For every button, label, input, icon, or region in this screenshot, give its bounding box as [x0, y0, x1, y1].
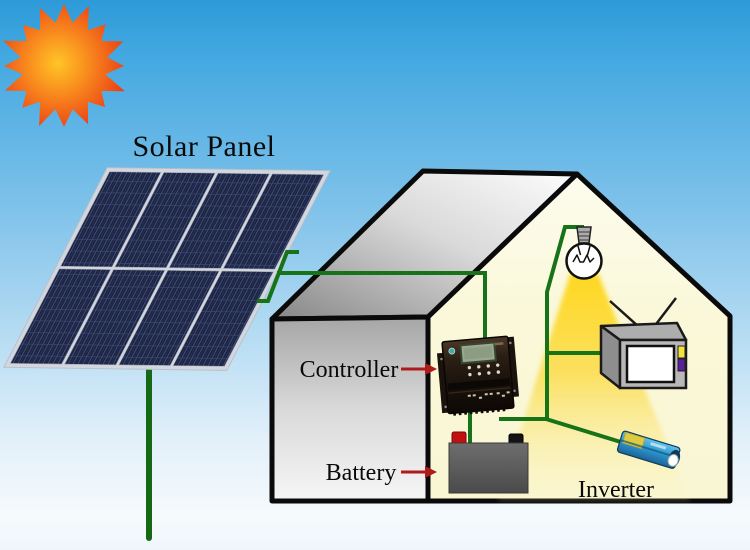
wire-junction-to-bulb	[545, 225, 584, 421]
solar-panel	[3, 167, 331, 371]
controller-arrow	[401, 363, 437, 375]
controller-label: Controller	[300, 357, 399, 383]
wire-junction-to-inverter	[545, 417, 625, 445]
panel-connector-bracket	[257, 250, 299, 303]
battery-icon	[448, 431, 529, 494]
annotations: Controller Battery Inverter	[300, 357, 654, 503]
tv-icon	[599, 297, 688, 390]
inverter-label: Inverter	[578, 477, 654, 503]
wire-panel-to-controller	[277, 271, 487, 341]
green-wires	[257, 225, 625, 445]
charge-controller	[436, 335, 520, 416]
light-bulb-icon	[565, 226, 603, 280]
sun-icon	[3, 4, 125, 127]
solar-panel-title: Solar Panel	[133, 130, 276, 163]
battery-arrow	[401, 466, 437, 478]
inverter-icon	[616, 430, 681, 469]
battery-label: Battery	[326, 460, 397, 486]
